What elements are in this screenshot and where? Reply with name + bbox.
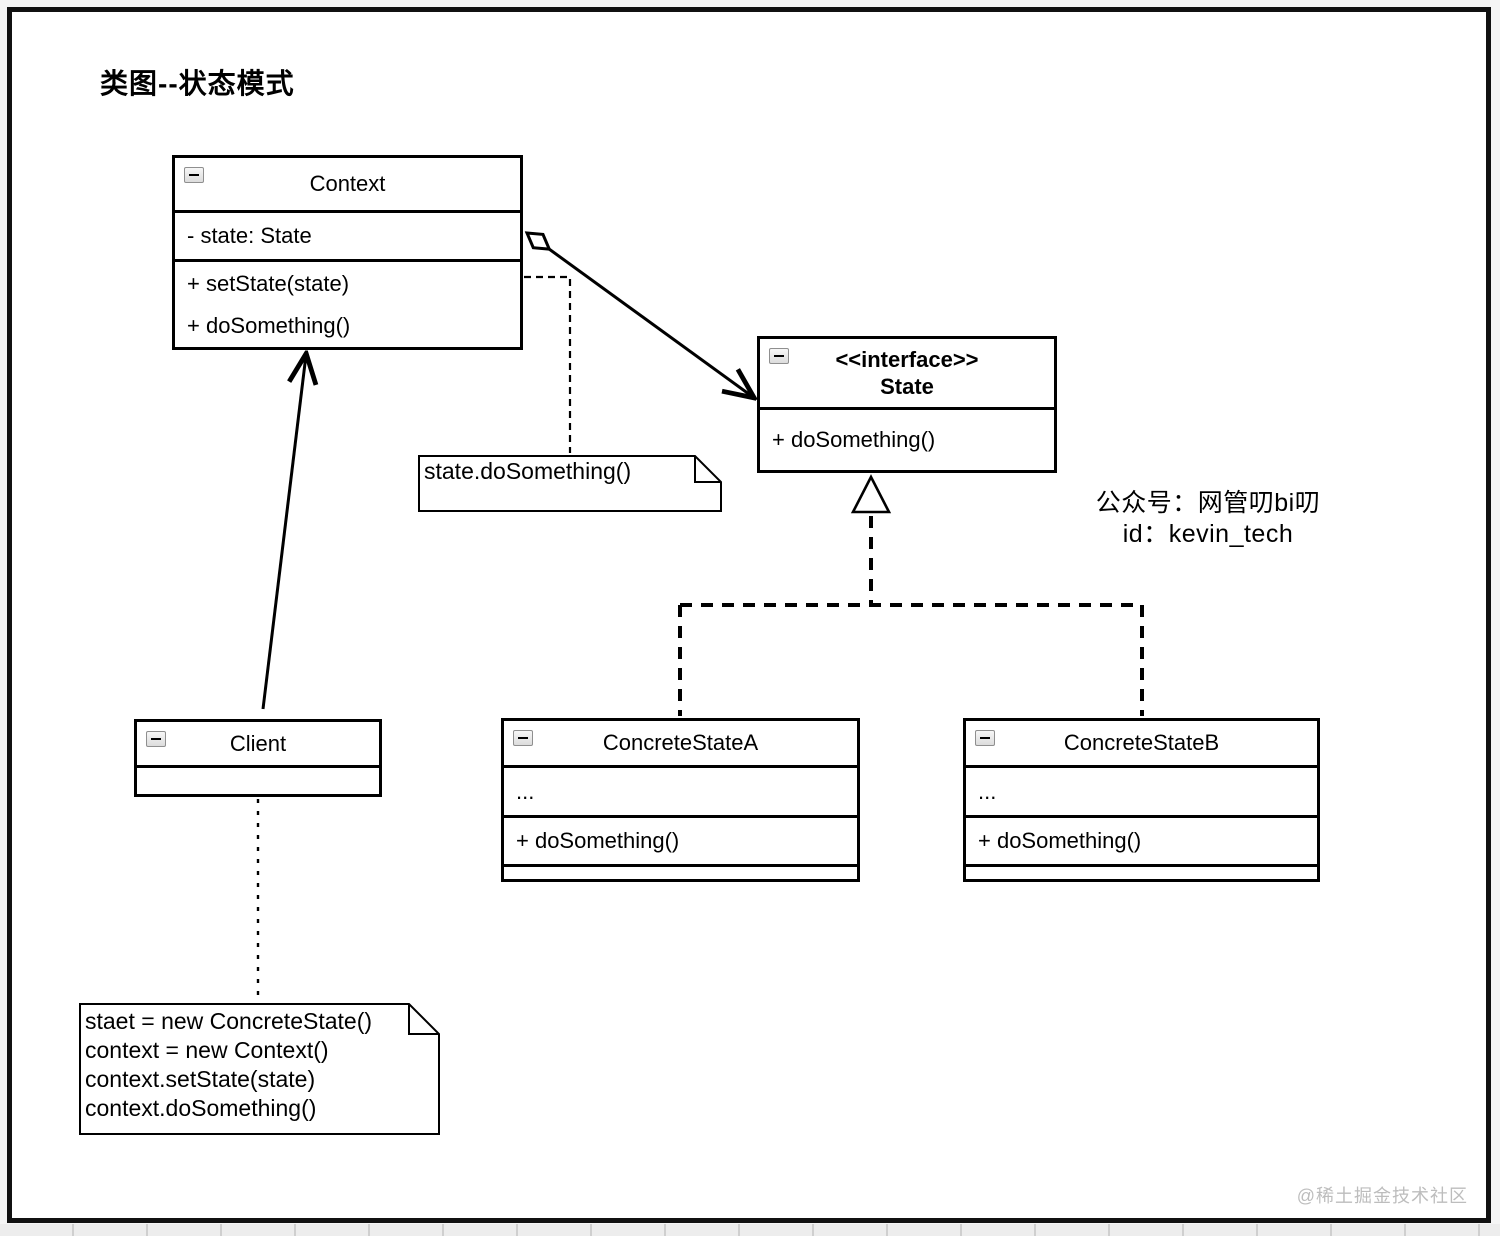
watermark: @稀土掘金技术社区 (1296, 1186, 1468, 1206)
class-name: State (880, 374, 934, 399)
collapse-icon[interactable] (513, 730, 533, 746)
class-state-interface[interactable]: <<interface>> State + doSomething() (757, 336, 1057, 473)
diagram-title: 类图--状态模式 (100, 68, 295, 99)
attribute-row: ... (504, 768, 857, 818)
note-line: context = new Context() (85, 1037, 329, 1063)
attribute-row: ... (966, 768, 1317, 818)
client-association-connector[interactable] (261, 355, 306, 710)
note-connector-context[interactable] (524, 275, 572, 453)
author-annotation: 公众号：网管叨bi叨 id：kevin_tech (1040, 488, 1376, 550)
class-context[interactable]: Context - state: State + setState(state)… (172, 155, 523, 350)
collapse-icon[interactable] (146, 731, 166, 747)
collapse-icon[interactable] (769, 348, 789, 364)
bottom-ruler (0, 1224, 1500, 1236)
method-row: + doSomething() (966, 818, 1317, 867)
annotation-line-1: 公众号：网管叨bi叨 (1095, 489, 1321, 517)
empty-compartment (504, 867, 857, 879)
class-concrete-state-a[interactable]: ConcreteStateA ... + doSomething() (501, 718, 860, 882)
method-row: + setState(state) (187, 270, 350, 296)
note-line: state.doSomething() (424, 458, 632, 484)
class-concrete-state-b[interactable]: ConcreteStateB ... + doSomething() (963, 718, 1320, 882)
note-shape (79, 1003, 440, 1135)
class-client[interactable]: Client (134, 719, 382, 797)
collapse-icon[interactable] (184, 167, 204, 183)
method-row: + doSomething() (504, 818, 857, 867)
empty-compartment (137, 768, 379, 794)
realization-connector[interactable] (678, 474, 1144, 716)
class-name: Context (309, 171, 386, 196)
stereotype-label: <<interface>> (835, 347, 979, 372)
collapse-icon[interactable] (975, 730, 995, 746)
method-row: + doSomething() (187, 313, 351, 338)
note-shape (418, 455, 722, 512)
class-name: Client (229, 730, 287, 756)
note-state-call[interactable]: state.doSomething() (418, 455, 722, 512)
class-name: ConcreteStateB (1063, 730, 1220, 755)
note-line: context.setState(state) (85, 1066, 316, 1092)
note-client-code[interactable]: staet = new ConcreteState() context = ne… (79, 1003, 440, 1135)
annotation-line-2: id：kevin_tech (1122, 520, 1294, 548)
method-row: + doSomething() (772, 427, 936, 452)
empty-compartment (966, 867, 1317, 879)
aggregation-connector[interactable] (527, 233, 753, 397)
note-line: staet = new ConcreteState() (85, 1008, 373, 1034)
attribute-row: - state: State (175, 213, 520, 262)
class-name: ConcreteStateA (602, 730, 759, 755)
note-line: context.doSomething() (85, 1095, 317, 1121)
